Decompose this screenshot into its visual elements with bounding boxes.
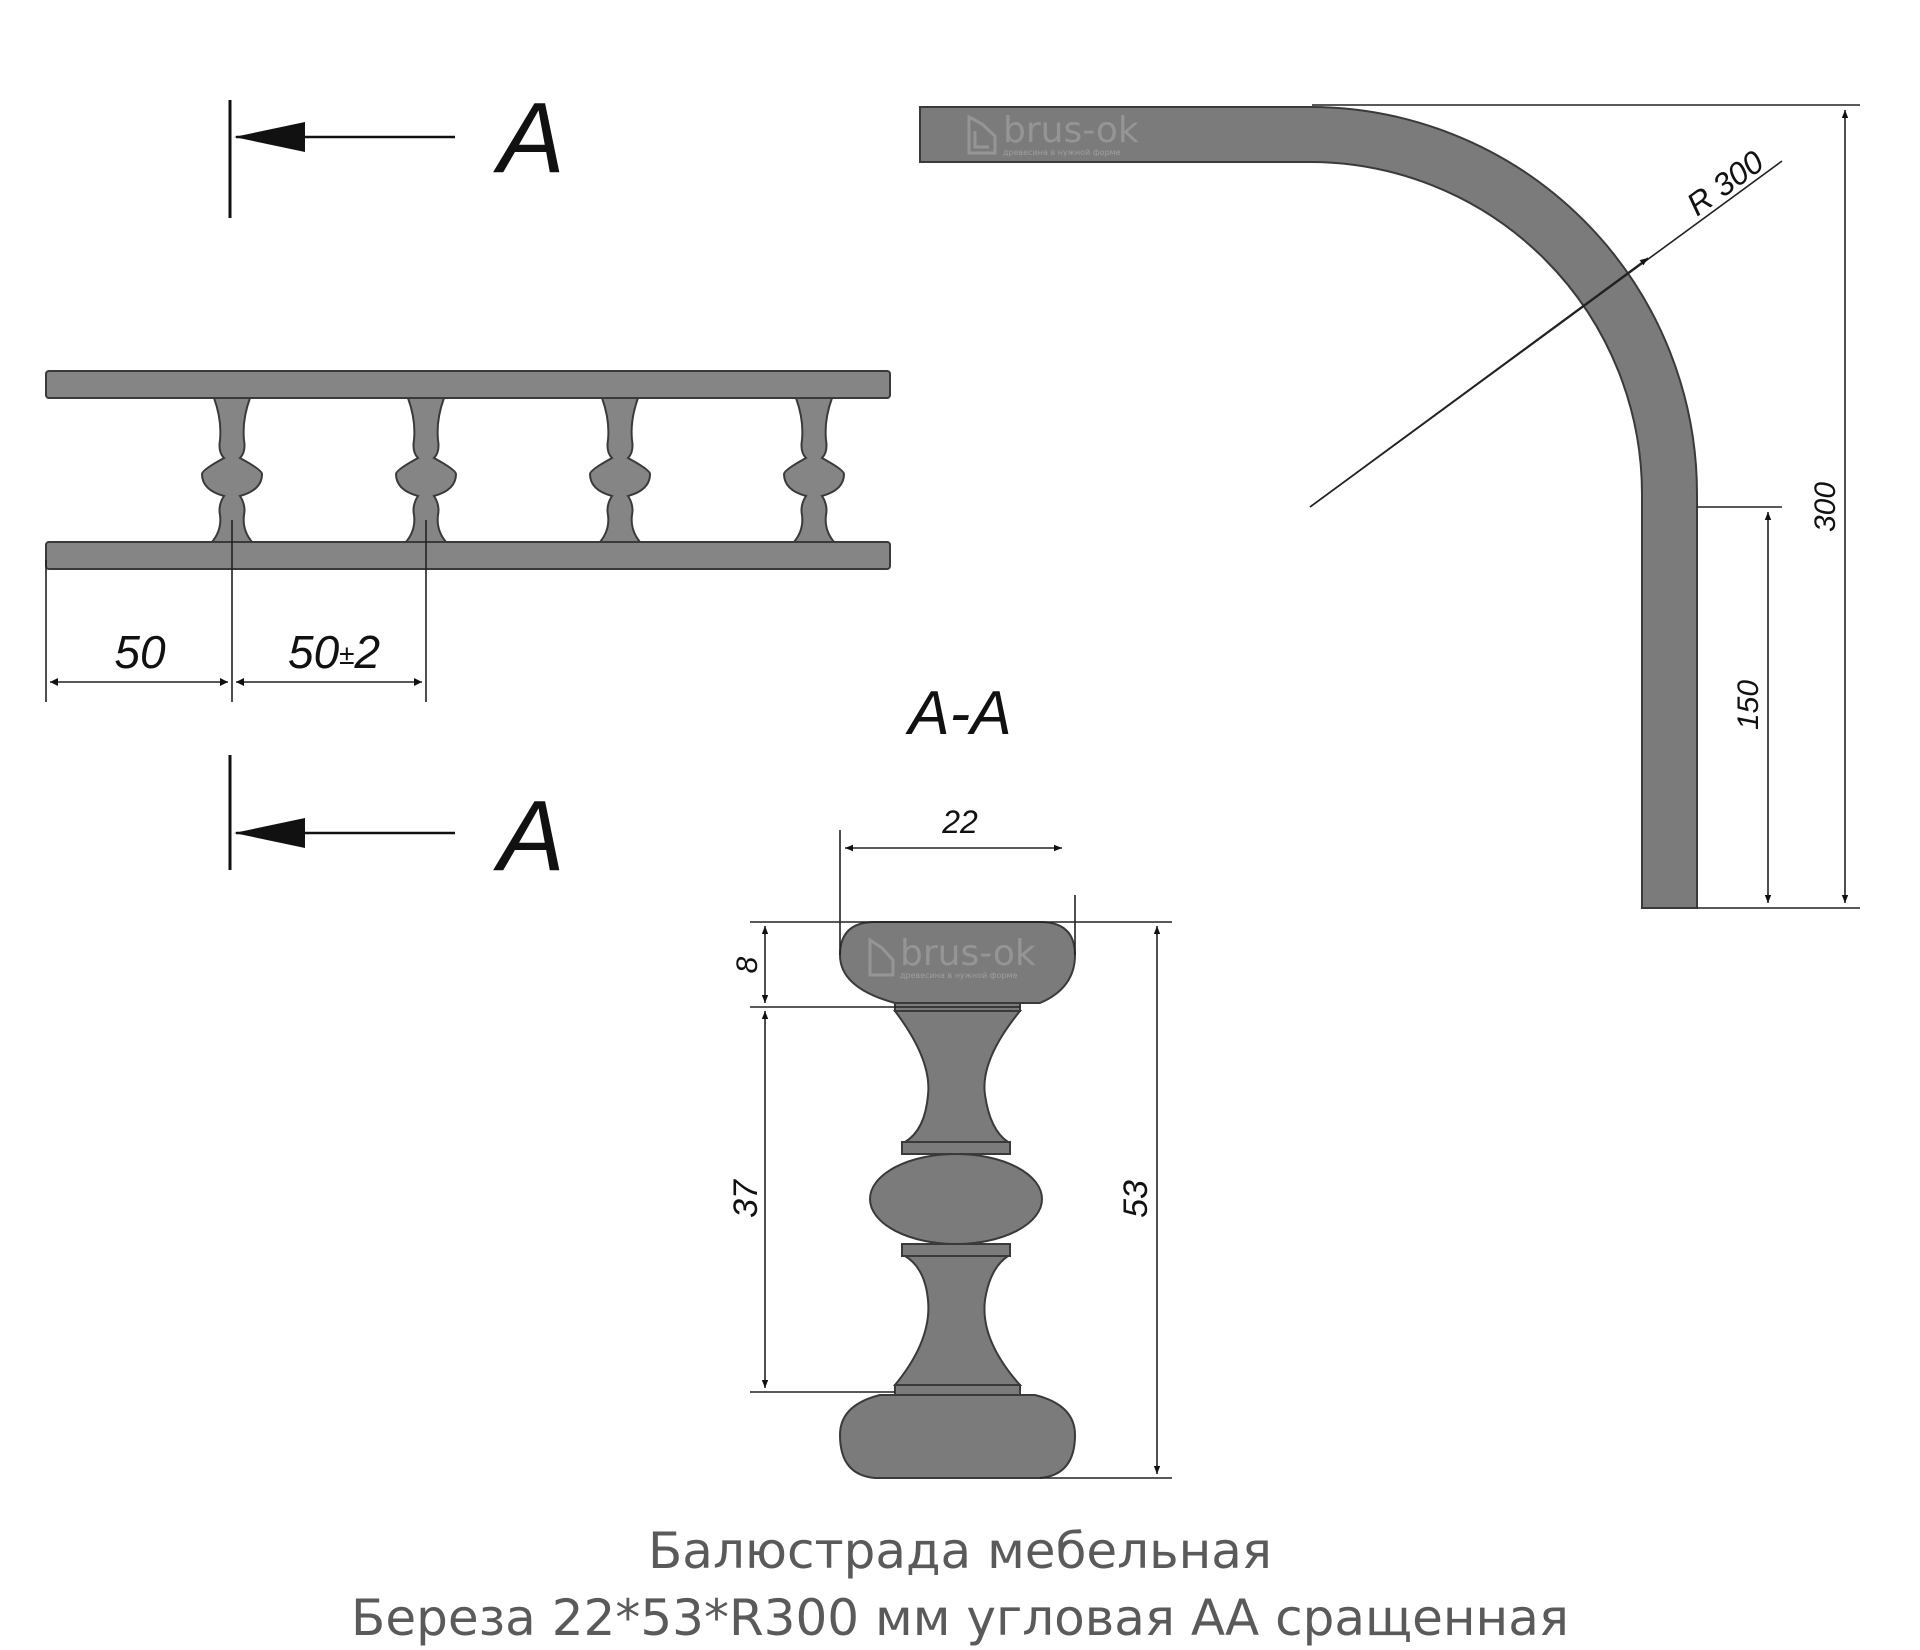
dimension-label: 50±2 — [288, 626, 380, 678]
section-mark-top: A — [228, 82, 565, 218]
section-arrow-icon — [234, 122, 305, 152]
bottom-rail — [45, 541, 891, 570]
section-letter-bottom: A — [493, 780, 565, 892]
watermark-brand: brus-ok — [900, 933, 1036, 974]
section-title: A-A — [904, 679, 1011, 748]
dimension-spacing-1: 50 — [45, 520, 233, 702]
section-arrow-icon — [234, 818, 305, 848]
bulb — [869, 1153, 1043, 1245]
section-letter-top: A — [493, 82, 565, 194]
bottom-base — [838, 1394, 1077, 1479]
dimension-cap-height: 8 — [731, 921, 1172, 1008]
dimension-label: R 300 — [1680, 143, 1770, 222]
watermark-logo: brus-ok древесина в нужной форме — [967, 110, 1139, 157]
baluster — [200, 397, 264, 543]
ring — [901, 1141, 1011, 1155]
baluster — [394, 397, 458, 543]
section-mark-bottom: A — [228, 755, 565, 892]
dimension-width: 22 — [839, 804, 1076, 955]
ring — [901, 1243, 1011, 1257]
dimension-label: 150 — [1732, 680, 1765, 730]
watermark-logo: brus-ok древесина в нужной форме — [868, 933, 1036, 980]
dimension-label: 53 — [1117, 1180, 1155, 1218]
section-view: brus-ok древесина в нужной форме 22 8 37 — [727, 804, 1172, 1479]
front-view: 50 50±2 — [45, 370, 891, 702]
watermark-tagline: древесина в нужной форме — [900, 971, 1018, 980]
dimension-total-height: 300 — [1312, 104, 1860, 909]
dimension-label: 300 — [1809, 482, 1842, 532]
logo-icon — [868, 937, 895, 977]
dimension-label: 37 — [727, 1179, 765, 1218]
dimension-straight-height: 150 — [1697, 506, 1782, 903]
dimension-label: 22 — [941, 804, 978, 840]
corner-view: brus-ok древесина в нужной форме R 300 3… — [919, 104, 1860, 909]
collar — [894, 1384, 1021, 1396]
dimension-body-height: 37 — [727, 1011, 895, 1393]
baluster — [782, 397, 846, 543]
corner-rail — [919, 106, 1698, 909]
caption-line-2: Береза 22*53*R300 мм угловая АА сращенна… — [351, 1589, 1569, 1647]
dimension-label: 50 — [114, 626, 166, 678]
watermark-brand: brus-ok — [1003, 110, 1139, 151]
caption-line-1: Балюстрада мебельная — [648, 1522, 1272, 1580]
baluster-row — [200, 397, 846, 543]
dimension-spacing-2: 50±2 — [236, 520, 427, 702]
upper-neck — [892, 1010, 1023, 1143]
watermark-tagline: древесина в нужной форме — [1003, 148, 1121, 157]
baluster — [588, 397, 652, 543]
logo-icon — [967, 114, 997, 155]
lower-neck — [892, 1255, 1023, 1386]
dimension-label: 8 — [731, 956, 764, 973]
top-rail — [45, 370, 891, 399]
dimension-total-height: 53 — [1040, 926, 1172, 1479]
